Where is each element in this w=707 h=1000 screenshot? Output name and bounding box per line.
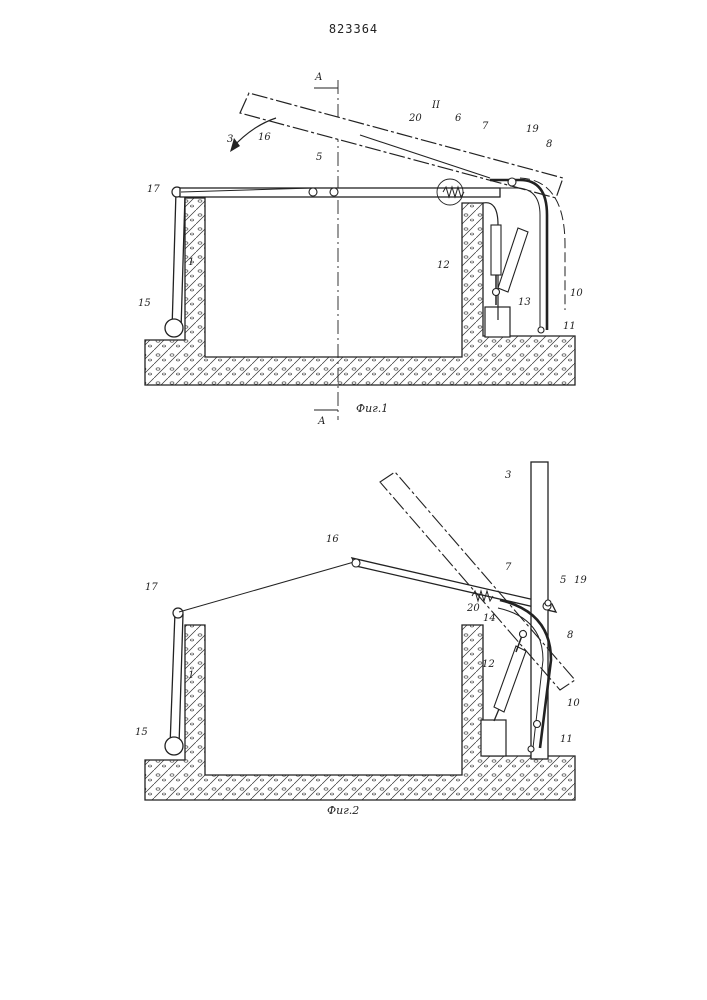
fig1-label-1: 1 [188,257,194,268]
fig2-label-16: 16 [326,534,339,545]
fig1-label-20: 20 [408,113,422,124]
fig2-pivot-11 [528,746,534,752]
fig2-label-1: 1 [188,670,194,681]
fig1-label-7: 7 [482,121,489,132]
fig2-label-17: 17 [145,582,158,593]
fig2-label-12: 12 [482,659,495,670]
fig2-lever-1b [179,614,183,746]
fig2-label-15: 15 [135,727,148,738]
figure-2: 1 3 5 7 8 10 11 12 14 15 16 17 19 20 Фиг… [135,462,587,817]
fig1-label-15: 15 [138,298,151,309]
fig1-pivot-13 [493,289,500,296]
fig2-pivot-10 [534,721,541,728]
fig1-label-6: 6 [455,113,462,124]
fig2-label-8: 8 [567,630,573,641]
fig2-label-3: 3 [505,470,511,481]
fig2-pivot-17 [173,608,183,618]
fig2-pivot-15 [165,737,183,755]
fig2-label-11: 11 [560,734,573,745]
fig1-cylinder-12 [491,225,501,275]
fig1-label-13: 13 [518,297,531,308]
fig2-lid-arm [352,558,556,612]
fig1-pivot-5 [330,188,338,196]
fig1-pivot-19 [508,178,516,186]
fig2-label-7: 7 [505,562,512,573]
fig2-pivot-14 [520,631,527,638]
figure-1: А А 1 3 5 [138,72,583,427]
fig1-cylinder-tilted [498,228,528,292]
fig1-label-12: 12 [437,260,450,271]
fig1-lid-closed [180,188,500,197]
fig1-label-8: 8 [546,139,552,150]
fig1-section-mark-top: А [314,72,323,83]
fig2-cylinder-tail [494,709,499,721]
fig2-lever-1 [170,612,175,746]
fig1-label-5: 5 [316,152,322,163]
fig2-label-20: 20 [466,603,480,614]
fig1-pivot-15 [165,319,183,337]
fig2-foundation [145,625,575,800]
fig1-section-mark-bottom: А [317,416,326,427]
fig2-cylinder-12 [494,646,526,712]
fig1-pivot-16 [309,188,317,196]
fig1-pivot-11 [538,327,544,333]
fig2-cable [179,562,354,612]
fig1-rail-dashed [520,178,565,310]
fig2-caption: Фиг.2 [327,804,359,817]
fig1-foundation [145,198,575,385]
fig1-label-11: 11 [563,321,576,332]
fig2-label-10: 10 [567,698,580,709]
fig2-label-14: 14 [483,613,496,624]
fig2-cylinder-base [481,720,506,756]
fig2-pivot-16 [352,559,360,567]
fig1-label-16: 16 [258,132,271,143]
fig1-caption: Фиг.1 [356,402,388,415]
fig1-label-19: 19 [526,124,539,135]
fig1-lever-1 [172,191,176,330]
fig2-label-19: 19 [574,575,587,586]
fig2-pivot-19 [545,600,551,606]
fig1-label-17: 17 [147,184,160,195]
fig1-label-10: 10 [570,288,583,299]
fig1-detail-mark: II [431,100,441,111]
fig1-label-3: 3 [227,134,233,145]
fig2-label-5: 5 [560,575,566,586]
